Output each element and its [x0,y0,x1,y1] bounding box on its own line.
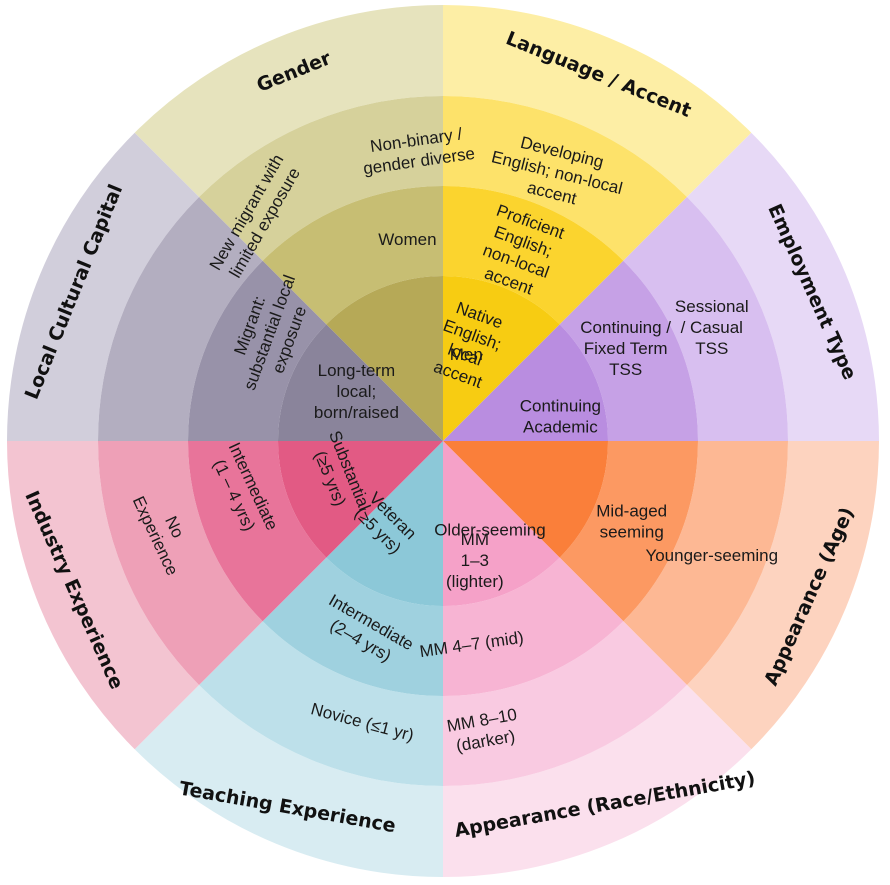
language-accent-ring-1 [443,276,560,441]
employment-type-level-3-line: TSS [695,339,728,358]
appearance-age-ring-1 [443,441,608,558]
appearance-race-ethnicity-ring-3 [443,621,687,786]
appearance-age-ring-4 [686,441,879,750]
appearance-age-level-2-line: seeming [600,523,664,542]
appearance-age-level-1: Older-seeming [434,520,546,539]
language-accent-ring-2 [443,186,624,325]
teaching-experience-ring-2 [262,557,443,696]
employment-type-ring-1 [443,324,608,441]
employment-type-level-2-line: Fixed Term [584,339,668,358]
local-cultural-capital-level-1: Long-term local; born/raised [314,361,399,422]
employment-type-level-2-line: Continuing / [580,318,671,337]
appearance-age-level-3: Younger-seeming [645,546,778,565]
teaching-experience-ring-4 [134,684,443,877]
local-cultural-capital-level-1-line: Long-term [318,361,395,380]
industry-experience-ring-2 [188,441,327,622]
industry-experience-ring-4 [7,441,200,750]
appearance-race-ethnicity-ring-2 [443,557,624,696]
gender-ring-4 [134,5,443,198]
appearance-age-level-1-line: Older-seeming [434,520,546,539]
gender-ring-1 [326,276,443,441]
employment-type-ring-3 [623,197,789,441]
employment-type-ring-2 [559,260,698,441]
local-cultural-capital-ring-4 [7,132,200,441]
appearance-age-ring-2 [559,441,698,622]
appearance-race-ethnicity-level-1-line: 1–3 [461,551,489,570]
industry-experience-ring-3 [98,441,263,685]
appearance-race-ethnicity-level-1-line: (lighter) [446,572,504,591]
local-cultural-capital-ring-2 [188,260,327,441]
appearance-age-level-3-line: Younger-seeming [645,546,778,565]
employment-type-ring-4 [686,132,879,441]
gender-ring-3 [199,96,443,261]
local-cultural-capital-ring-1 [278,324,443,441]
local-cultural-capital-level-1-line: born/raised [314,403,399,422]
appearance-race-ethnicity-ring-4 [443,684,752,877]
employment-type-level-1-line: Academic [523,418,598,437]
gender-level-1-line: Men [450,345,483,364]
appearance-age-level-2-line: Mid-aged [596,502,667,521]
local-cultural-capital-level-1-line: local; [337,382,377,401]
local-cultural-capital-ring-3 [98,197,263,441]
language-accent-ring-3 [443,96,687,261]
appearance-race-ethnicity-ring-1 [443,441,560,606]
appearance-age-level-2: Mid-aged seeming [596,502,667,542]
employment-type-level-1-line: Continuing [520,397,601,416]
appearance-age-ring-3 [623,441,788,685]
employment-type-level-3-line: / Casual [681,318,743,337]
employment-type-level-3-line: Sessional [675,297,749,316]
gender-level-2: Women [378,230,436,249]
appearance-race-ethnicity-level-1: MM 1–3 (lighter) [446,530,504,591]
employment-type-level-2-line: TSS [609,360,642,379]
appearance-race-ethnicity-level-1-line: MM [461,530,489,549]
gender-level-2-line: Women [378,230,436,249]
language-accent-ring-4 [443,5,752,198]
teaching-experience-ring-3 [199,621,443,786]
gender-ring-2 [262,186,443,325]
teaching-experience-ring-1 [326,441,443,606]
industry-experience-ring-1 [278,441,443,558]
gender-level-1: Men [450,345,483,364]
